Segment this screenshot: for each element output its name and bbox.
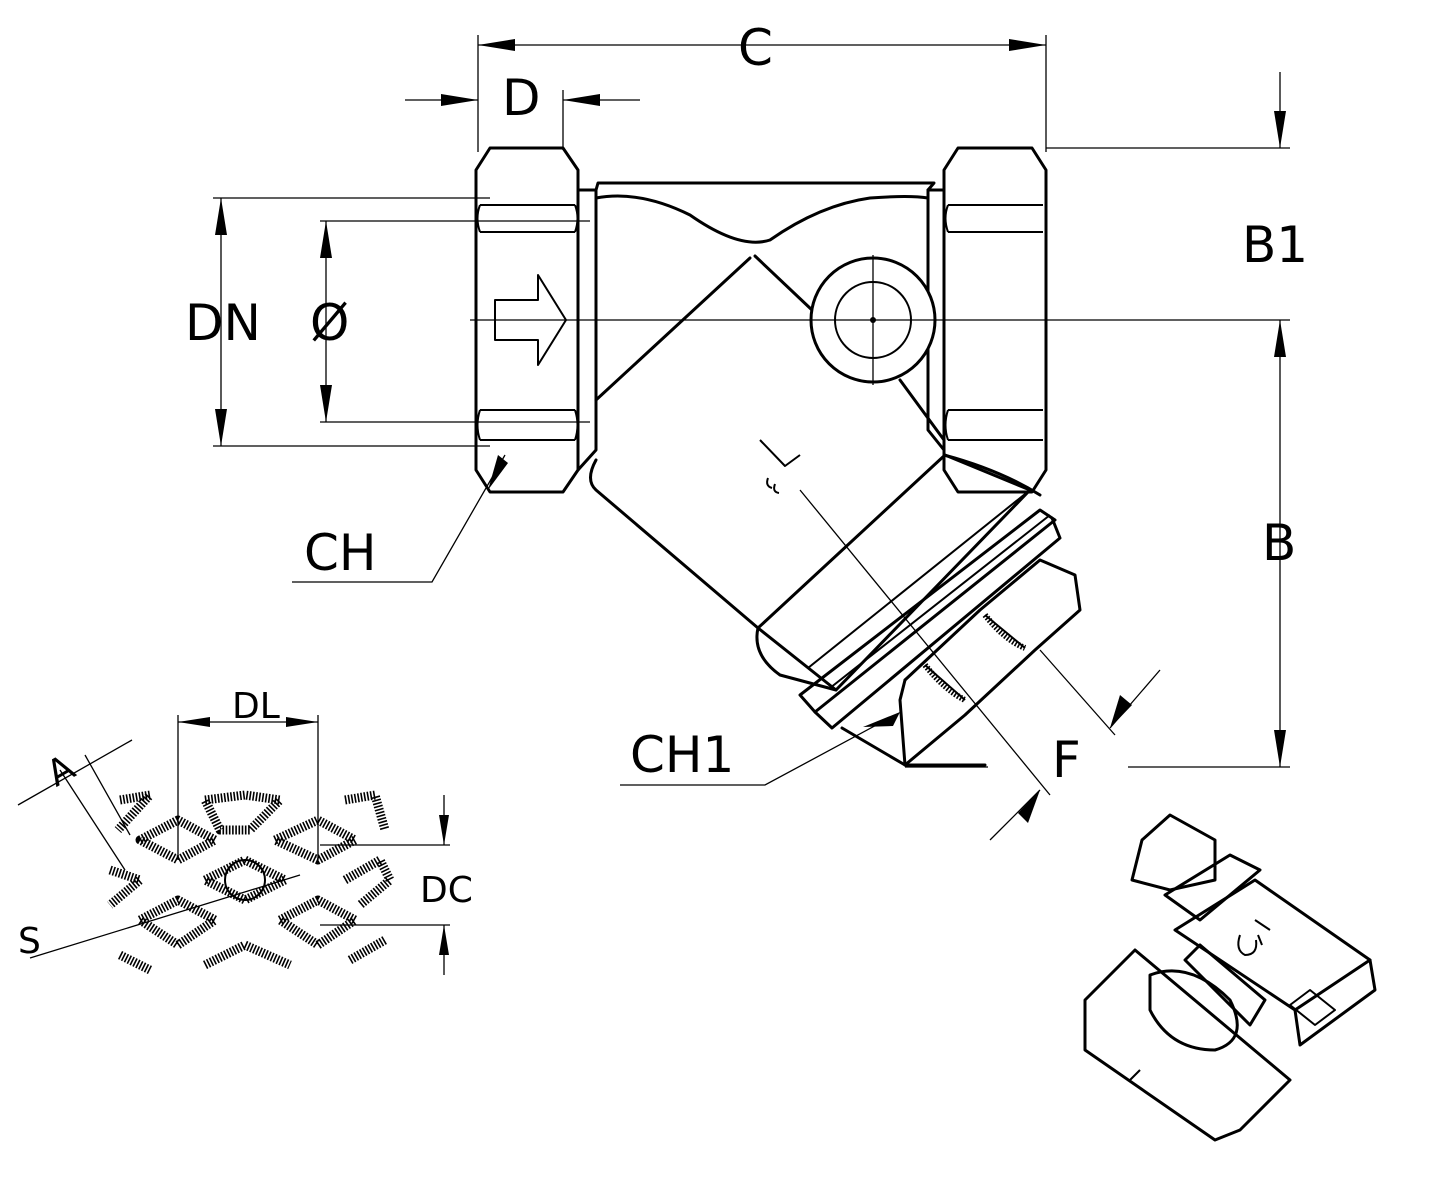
label-s: S — [18, 921, 41, 962]
label-ch1: CH1 — [630, 726, 734, 784]
label-b: B — [1262, 514, 1296, 572]
label-a: A — [40, 747, 82, 795]
flow-direction-arrow-icon — [494, 274, 567, 366]
label-b1: B1 — [1242, 216, 1308, 274]
label-d: D — [502, 69, 541, 127]
label-dn: DN — [185, 294, 261, 352]
strainer-body — [474, 146, 1082, 767]
center-lines — [470, 255, 1290, 796]
label-c: C — [738, 19, 773, 77]
label-dc: DC — [420, 870, 473, 911]
label-ch: CH — [304, 524, 377, 582]
isometric-valve-view — [1083, 813, 1377, 1142]
label-f: F — [1052, 731, 1081, 789]
label-diameter: Ø — [310, 294, 349, 352]
label-dl: DL — [232, 686, 280, 727]
mesh-detail — [17, 715, 450, 975]
dimension-lines — [213, 35, 1290, 841]
body-marking-logo — [759, 439, 801, 494]
